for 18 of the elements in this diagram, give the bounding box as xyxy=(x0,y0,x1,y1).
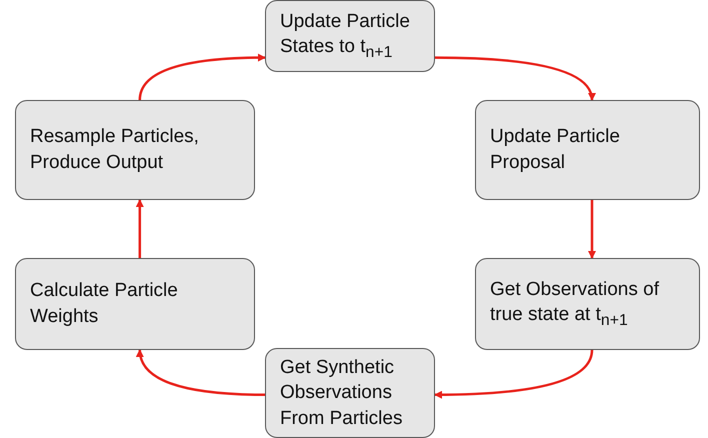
step-text: Calculate Particle Weights xyxy=(30,279,179,329)
arrow xyxy=(136,349,266,396)
arrow xyxy=(136,199,144,258)
step-text: Get Observations of true state at t$_{n+1}$ xyxy=(490,278,660,332)
process-box xyxy=(265,0,435,72)
step-text: Resample Particles, Produce Output xyxy=(30,125,200,175)
arrow xyxy=(138,54,266,100)
step-text: Update Particle Proposal xyxy=(490,125,621,175)
process-box xyxy=(15,258,255,350)
arrow xyxy=(434,56,595,101)
step-text: Get Synthetic Observations From Particles xyxy=(280,356,404,431)
arrow xyxy=(434,350,594,399)
step-text: Update Particle States to t$_{n+1}$ xyxy=(280,10,411,64)
process-box xyxy=(475,258,700,350)
process-box xyxy=(475,100,700,200)
arrow xyxy=(588,200,596,259)
process-box xyxy=(15,100,255,200)
process-box xyxy=(265,348,435,438)
